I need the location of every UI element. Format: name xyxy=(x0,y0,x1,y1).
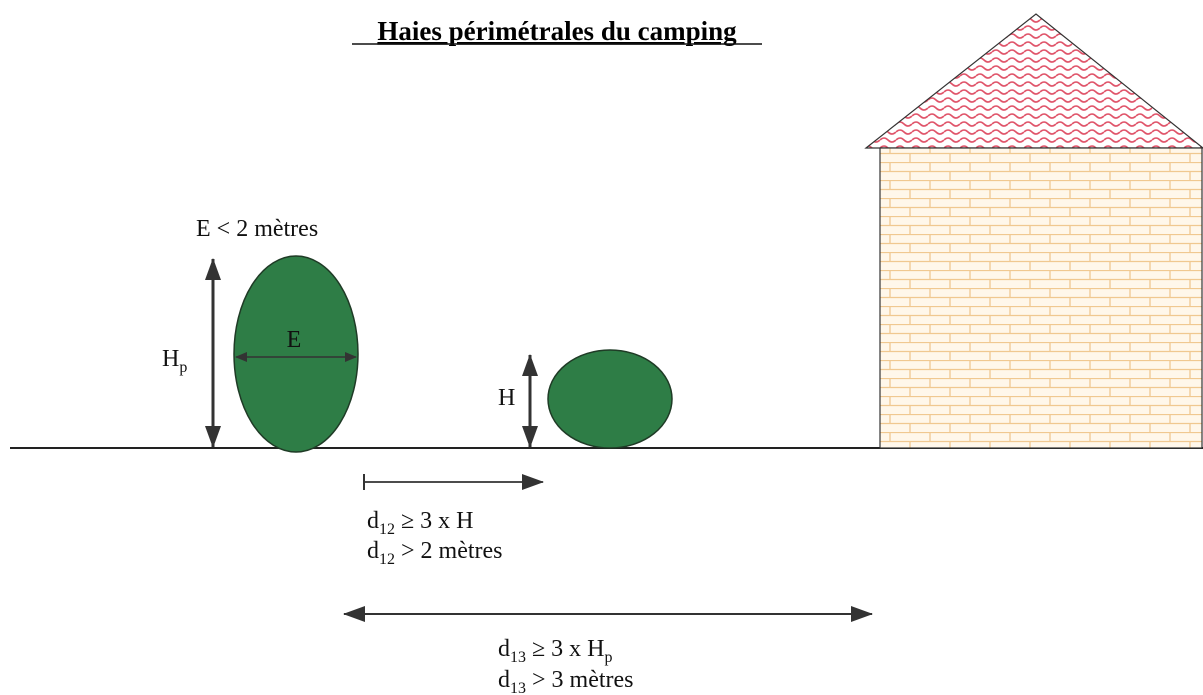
d13-condition-2: d13 > 3 mètres xyxy=(498,667,634,695)
d13-condition-1: d13 ≥ 3 x Hp xyxy=(498,636,613,666)
d12-condition-1: d12 ≥ 3 x H xyxy=(367,508,474,538)
tall-hedge xyxy=(233,255,359,453)
hp-label: Hp xyxy=(162,346,187,376)
d12-condition-2: d12 > 2 mètres xyxy=(367,538,503,568)
house xyxy=(864,13,1203,449)
house-roof xyxy=(864,13,1203,149)
diagram-title: Haies périmétrales du camping xyxy=(377,16,737,46)
small-hedge xyxy=(547,349,673,449)
width-constraint-label: E < 2 mètres xyxy=(196,216,318,242)
house-wall xyxy=(879,147,1203,449)
h-label: H xyxy=(498,385,515,411)
width-label: E xyxy=(287,327,302,353)
